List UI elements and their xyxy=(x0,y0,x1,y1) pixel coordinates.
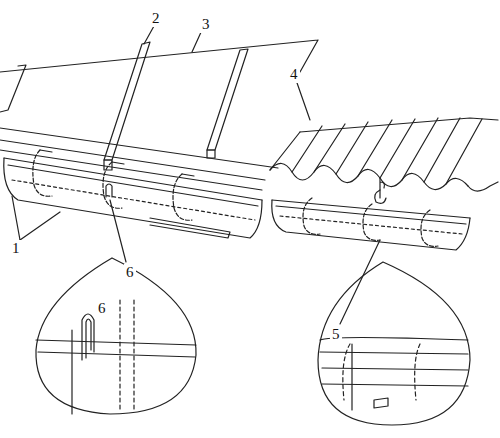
callout-number: 1 xyxy=(10,240,22,257)
roof-plane xyxy=(0,40,318,168)
roof-batten xyxy=(0,42,248,170)
fascia-board xyxy=(0,140,265,190)
callout-number: 5 xyxy=(330,326,342,343)
magnifier xyxy=(36,258,196,414)
callout-number: 6 xyxy=(96,300,108,317)
gutter xyxy=(272,178,470,250)
magnifier xyxy=(318,262,470,425)
callout-number: 2 xyxy=(150,10,162,27)
callout-number: 6 xyxy=(124,264,136,281)
callout-number: 4 xyxy=(288,66,300,83)
callout-number: 3 xyxy=(200,16,212,33)
gutter xyxy=(4,158,262,238)
gutter-hook xyxy=(33,150,194,220)
screw xyxy=(380,178,385,198)
corrugated-sheet xyxy=(270,118,498,191)
leader-line xyxy=(12,26,380,324)
